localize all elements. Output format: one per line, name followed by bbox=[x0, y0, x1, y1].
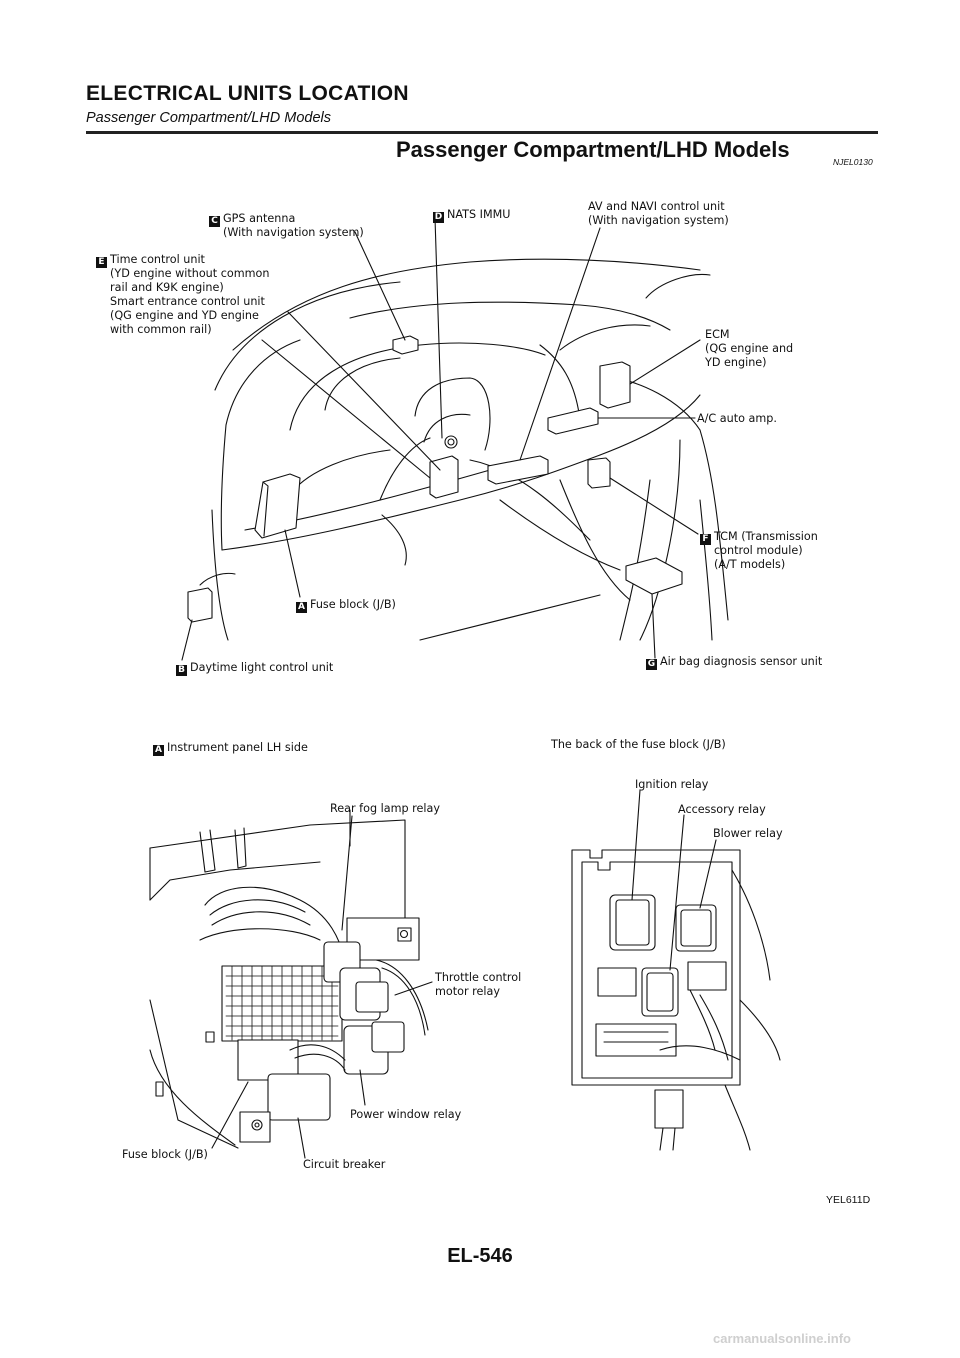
ignition-relay-label: Ignition relay bbox=[635, 778, 709, 791]
section-title: Passenger Compartment/LHD Models bbox=[396, 137, 790, 162]
circuit-breaker-label: Circuit breaker bbox=[303, 1158, 386, 1171]
marker-c-icon: C bbox=[209, 216, 220, 227]
ecm-label: ECM (QG engine and YD engine) bbox=[705, 328, 794, 369]
figure-code: YEL611D bbox=[826, 1194, 871, 1206]
marker-d-icon: D bbox=[433, 212, 444, 223]
accessory-relay-label: Accessory relay bbox=[678, 803, 766, 816]
av-navi-control-unit-label: AV and NAVI control unit (With navigatio… bbox=[588, 200, 729, 227]
watermark: carmanualsonline.info bbox=[713, 1331, 851, 1346]
page-number: EL-546 bbox=[447, 1245, 513, 1267]
fuse-block-back-title: The back of the fuse block (J/B) bbox=[551, 738, 726, 751]
ac-auto-amp-label: A/C auto amp. bbox=[697, 412, 777, 425]
blower-relay-label: Blower relay bbox=[713, 827, 783, 840]
marker-e-icon: E bbox=[96, 257, 107, 268]
section-code: NJEL0130 bbox=[833, 157, 873, 167]
marker-a-icon: A bbox=[296, 602, 307, 613]
marker-b-icon: B bbox=[176, 665, 187, 676]
fuse-block-jb-label: Fuse block (J/B) bbox=[122, 1148, 208, 1161]
power-window-relay-label: Power window relay bbox=[350, 1108, 462, 1121]
dashboard-illustration bbox=[181, 217, 729, 661]
throttle-control-relay-label: Throttle control motor relay bbox=[435, 971, 522, 998]
marker-a-icon: A bbox=[153, 745, 164, 756]
marker-f-icon: F bbox=[700, 534, 711, 545]
instrument-panel-illustration bbox=[149, 809, 433, 1159]
marker-g-icon: G bbox=[646, 659, 657, 670]
rear-fog-lamp-relay-label: Rear fog lamp relay bbox=[330, 802, 440, 815]
header-rule bbox=[86, 131, 878, 134]
header-title: ELECTRICAL UNITS LOCATION bbox=[86, 82, 409, 105]
header-subtitle: Passenger Compartment/LHD Models bbox=[86, 110, 331, 126]
fuse-block-back-illustration bbox=[571, 789, 781, 1151]
